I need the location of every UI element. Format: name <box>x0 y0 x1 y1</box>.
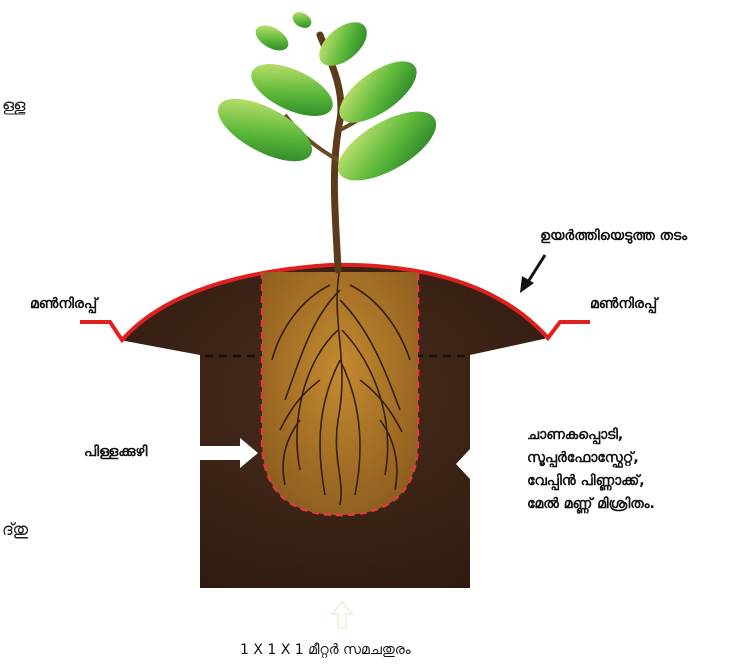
plant-leaves <box>209 9 447 194</box>
arrow-to-mound <box>520 255 545 293</box>
label-planting-pit: പിള്ളക്കുഴി <box>84 444 147 460</box>
mixture-line: മേൽ മണ്ണ് മിശ്രിതം. <box>527 493 655 516</box>
mixture-line: ചാണകപ്പൊടി, <box>527 424 655 447</box>
label-pit-size: 1 X 1 X 1 മീറ്റർ സമചതുരം <box>240 642 411 658</box>
arrow-to-pit-bottom <box>332 602 352 628</box>
cropped-text-bottom: ദ്തു <box>2 520 28 540</box>
label-mixture: ചാണകപ്പൊടി, സൂപ്പർഫോസ്ഫേറ്റ്, വേപ്പിൻ പി… <box>527 424 655 516</box>
mixture-line: സൂപ്പർഫോസ്ഫേറ്റ്, <box>527 447 655 470</box>
cropped-text-top: ള്ള <box>2 96 25 116</box>
leaf <box>290 9 314 31</box>
label-raised-mound: ഉയർത്തിയെടുത്ത തടം <box>540 228 687 244</box>
label-soil-ridge-left: മൺനിരപ്പ് <box>30 296 97 312</box>
label-soil-ridge-right: മൺനിരപ്പ് <box>590 296 657 312</box>
mixture-line: വേപ്പിൻ പിണ്ണാക്ക്, <box>527 470 655 493</box>
leaf <box>251 20 292 55</box>
